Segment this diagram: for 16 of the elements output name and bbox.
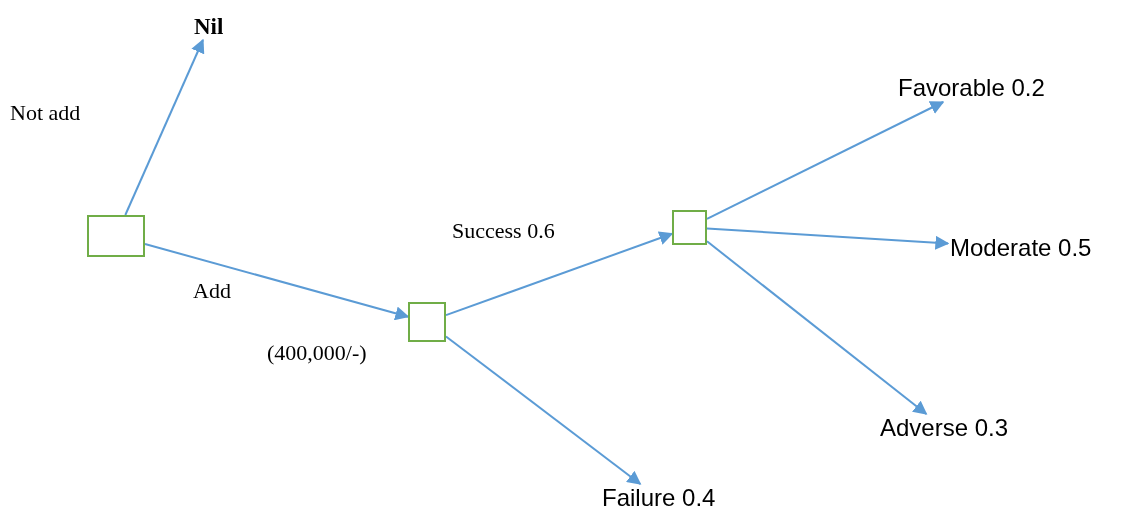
arrow xyxy=(445,231,674,317)
arrow xyxy=(706,227,950,250)
arrow xyxy=(124,38,205,216)
outcome-label: Favorable 0.2 xyxy=(896,74,1047,102)
decision-box xyxy=(408,302,446,342)
outcome-label: Failure 0.4 xyxy=(600,484,718,512)
outcome-label: Nil xyxy=(192,14,226,40)
decision-box xyxy=(87,215,145,257)
arrow xyxy=(706,240,928,415)
arrow xyxy=(445,335,642,485)
cost-label: (400,000/-) xyxy=(267,340,367,366)
outcome-label: Adverse 0.3 xyxy=(878,414,1011,442)
outcome-label: Moderate 0.5 xyxy=(948,234,1094,262)
decision-box xyxy=(672,210,707,245)
arrow xyxy=(144,243,410,321)
arrow xyxy=(706,101,945,220)
